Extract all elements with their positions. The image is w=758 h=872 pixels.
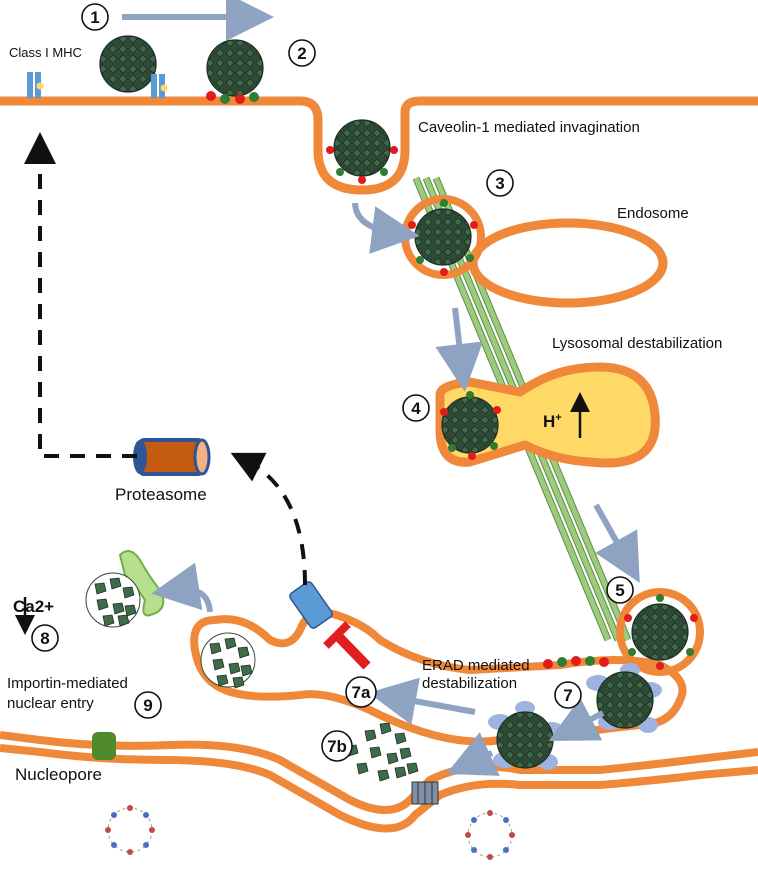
label-erad-2: destabilization (422, 675, 517, 692)
label-nucleopore: Nucleopore (15, 765, 102, 784)
svg-text:7b: 7b (327, 737, 347, 756)
virus-endosome (401, 195, 485, 279)
label-h-plus: H+ (543, 412, 562, 431)
step-7b: 7b (321, 730, 353, 762)
svg-text:7a: 7a (352, 683, 371, 702)
inhibitor-icon (323, 621, 371, 670)
label-proteasome: Proteasome (115, 485, 207, 504)
virus-chaperone-1 (586, 663, 662, 733)
step-8: 8 (31, 624, 59, 652)
er-vesicle (616, 588, 704, 676)
step-7a: 7a (345, 676, 377, 708)
svg-text:4: 4 (411, 399, 421, 418)
pathway-arrows (122, 0, 640, 776)
virus-step1 (99, 35, 157, 93)
mhc-receptor-icon-2 (151, 74, 168, 98)
virus-step2 (206, 39, 264, 104)
virus-fragmented-7b (346, 722, 419, 782)
svg-text:5: 5 (615, 581, 624, 600)
label-class-mhc: Class I MHC (9, 45, 82, 60)
er-channel-icon (289, 581, 333, 629)
label-ca: Ca2+ (13, 597, 54, 616)
step-3: 3 (486, 169, 514, 197)
virus-chaperone-2 (488, 701, 564, 770)
proton-indicator (15, 392, 590, 635)
retrograde-arrows (24, 132, 307, 586)
svg-text:3: 3 (495, 174, 504, 193)
virus-invagination (326, 119, 398, 184)
step-5: 5 (606, 576, 634, 604)
svg-text:1: 1 (90, 8, 99, 27)
plasma-membrane (0, 96, 758, 195)
svg-text:2: 2 (297, 44, 306, 63)
virus-er-pocket (200, 632, 256, 689)
virus-step8 (85, 550, 165, 628)
label-importin-1: Importin-mediated (7, 675, 128, 692)
dna-ring-icon (105, 805, 155, 855)
dna-ring-icon-2 (465, 810, 515, 860)
svg-text:7: 7 (563, 686, 572, 705)
label-lysosomal: Lysosomal destabilization (552, 335, 722, 352)
step-1: 1 (81, 3, 109, 31)
label-importin-2: nuclear entry (7, 695, 94, 712)
svg-text:8: 8 (40, 629, 49, 648)
svg-text:9: 9 (143, 696, 152, 715)
virus-step5 (624, 594, 698, 670)
mhc-receptor-icon (27, 72, 44, 98)
step-9: 9 (134, 691, 162, 719)
translocon-icon (411, 781, 439, 805)
label-caveolin: Caveolin-1 mediated invagination (418, 119, 640, 136)
step-7: 7 (554, 681, 582, 709)
step-2: 2 (288, 39, 316, 67)
erad-dots (543, 656, 609, 669)
virus-lysosome (440, 391, 501, 460)
endosome (468, 218, 668, 308)
label-erad-1: ERAD mediated (422, 657, 530, 674)
label-endosome: Endosome (617, 205, 689, 222)
step-4: 4 (402, 394, 430, 422)
proteasome-icon (133, 438, 211, 476)
nucleopore-icon (92, 732, 116, 760)
